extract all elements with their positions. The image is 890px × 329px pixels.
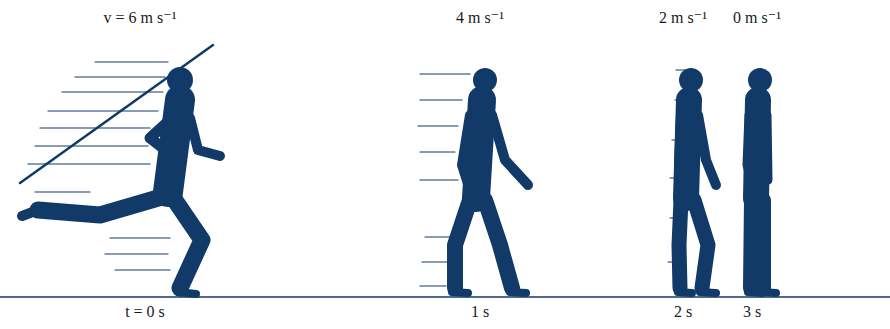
walking-figure <box>452 68 528 293</box>
time-label: 1 s <box>471 302 489 321</box>
time-label: t = 0 s <box>125 302 165 321</box>
speed-label: 2 m s⁻¹ <box>659 8 707 27</box>
speed-label: v = 6 m s⁻¹ <box>104 8 177 27</box>
time-label: 3 s <box>743 302 761 321</box>
speed-label: 0 m s⁻¹ <box>733 8 781 27</box>
time-label: 2 s <box>674 302 692 321</box>
speed-label: 4 m s⁻¹ <box>456 8 504 27</box>
speed-lines <box>28 62 170 270</box>
walking-figure <box>678 68 716 293</box>
running-figure <box>20 45 220 294</box>
standing-figure <box>747 68 776 293</box>
